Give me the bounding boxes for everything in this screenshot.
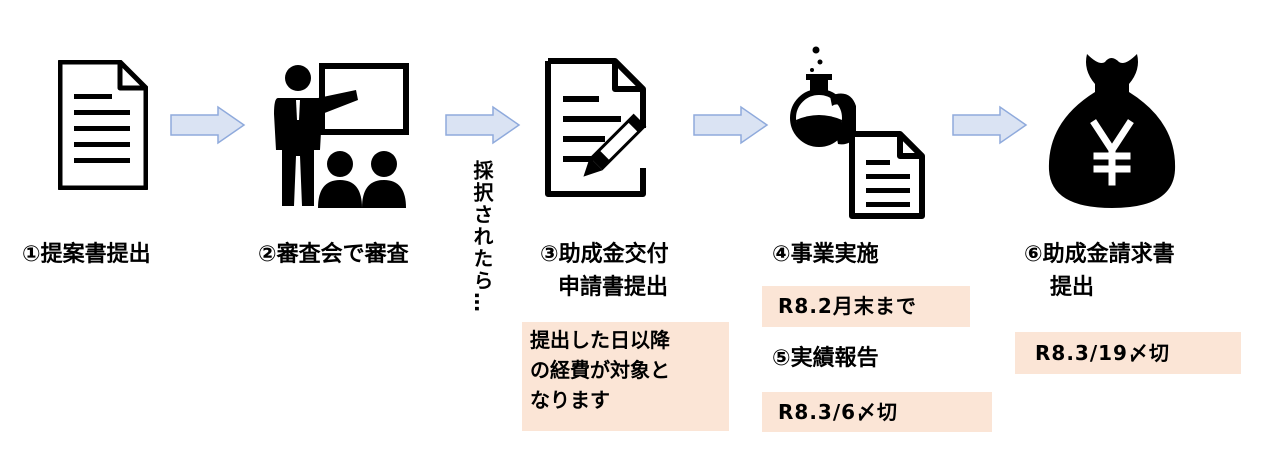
- step-5-label: ⑤実績報告: [772, 346, 879, 371]
- step-2-label: ②審査会で審査: [258, 242, 409, 267]
- document-pen-icon: [545, 58, 680, 198]
- arrow-icon: [445, 105, 521, 145]
- arrow-icon: [693, 105, 769, 145]
- money-bag-yen-icon: [1045, 52, 1179, 212]
- step-6-label: ⑥助成金請求書 提出: [1024, 242, 1175, 300]
- presenter-icon: [262, 58, 412, 213]
- arrow-icon: [170, 105, 246, 145]
- step-3-label: ③助成金交付 申請書提出: [540, 242, 669, 300]
- experiment-report-icon: [790, 44, 930, 220]
- expense-note: 提出した日以降 の経費が対象と なります: [522, 322, 729, 431]
- adoption-text: 採択されたら…: [470, 160, 494, 314]
- document-icon: [58, 60, 148, 190]
- invoice-deadline-note: R8.3/19〆切: [1015, 332, 1241, 374]
- step-1-label: ①提案書提出: [22, 242, 151, 267]
- step-4-label: ④事業実施: [772, 242, 879, 267]
- report-deadline-note: R8.3/6〆切: [762, 392, 992, 432]
- arrow-icon: [952, 105, 1028, 145]
- implementation-deadline-note: R8.2月末まで: [762, 286, 970, 327]
